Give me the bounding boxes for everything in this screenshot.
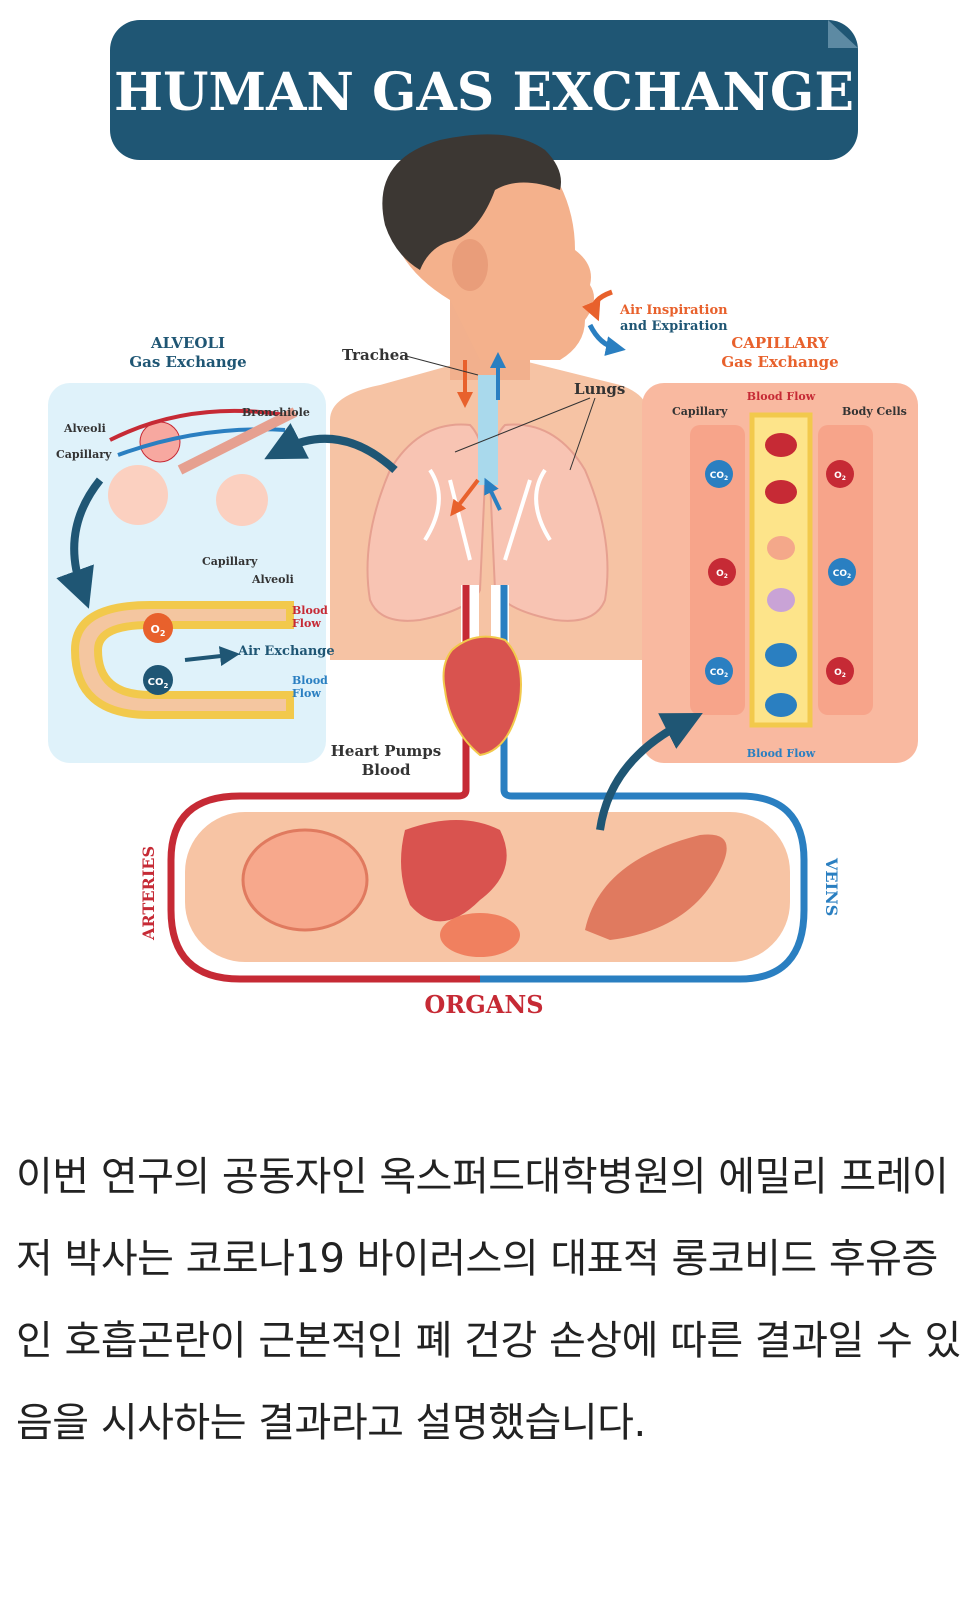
veins-label: VEINS [822,857,841,916]
capillary2-label: Capillary [202,555,258,568]
article-paragraph: 이번 연구의 공동자인 옥스퍼드대학병원의 에밀리 프레이저 박사는 코로나19… [16,1154,961,1446]
air-out-arrow [587,323,626,356]
alveoli-title: ALVEOLI [150,334,225,352]
blood-flow-2b: Flow [292,687,321,700]
cap-capillary-label: Capillary [672,405,728,418]
air-in-arrow [581,289,613,322]
alveoli-subtitle: Gas Exchange [129,353,246,371]
cap-o2-1: O2 [834,471,846,482]
air-label: Air Inspiration [619,303,728,318]
capillary-subtitle: Gas Exchange [721,353,838,371]
heart-pumps-label: Heart Pumps [331,742,441,760]
trachea-label: Trachea [342,346,409,364]
capillary-title: CAPILLARY [731,334,829,352]
organs-label: ORGANS [424,990,543,1019]
organs-to-capillary-arrow [596,712,703,831]
lungs-label: Lungs [574,380,625,398]
co2-alveoli: CO2 [148,677,169,690]
cap-co2-2: CO2 [833,569,851,580]
cap-blood-flow-bottom: Blood Flow [747,747,816,760]
gas-exchange-diagram: HUMAN GAS EXCHANGE Air Inspiration and E… [48,20,918,1019]
heart-pumps-label-2: Blood [362,761,411,779]
alveoli-down-arrow [56,477,104,609]
cap-o2-2: O2 [716,569,728,580]
cap-blood-flow-top: Blood Flow [747,390,816,403]
blood-flow-2: Blood [292,674,328,687]
page-title: HUMAN GAS EXCHANGE [114,62,854,123]
alveoli-panel: ALVEOLI Gas Exchange Alveoli Capillary B… [48,334,335,763]
alveoli2-label: Alveoli [251,573,294,586]
human-body [330,134,650,660]
alveoli-label: Alveoli [63,422,106,435]
cap-o2-3: O2 [834,668,846,679]
cap-co2-3: CO2 [710,668,728,679]
cap-co2-1: CO2 [710,471,728,482]
lung-to-alveoli-arrow [264,423,398,473]
body-cells-label: Body Cells [842,405,907,418]
capillary-panel: CAPILLARY Gas Exchange CO2 O2 O2 CO2 CO2… [642,334,918,763]
air-exchange-label: Air Exchange [237,644,335,659]
capillary-label: Capillary [56,448,112,461]
title-banner: HUMAN GAS EXCHANGE [110,20,858,160]
circulation: Heart Pumps Blood ARTERIES VEINS ORGANS [139,585,841,1019]
arteries-label: ARTERIES [139,846,158,941]
lungs [366,352,609,622]
blood-flow-1: Blood [292,604,328,617]
air-label-2: and Expiration [620,319,728,334]
bronchiole-label: Bronchiole [242,406,310,419]
o2-alveoli: O2 [151,623,166,638]
blood-flow-1b: Flow [292,617,321,630]
